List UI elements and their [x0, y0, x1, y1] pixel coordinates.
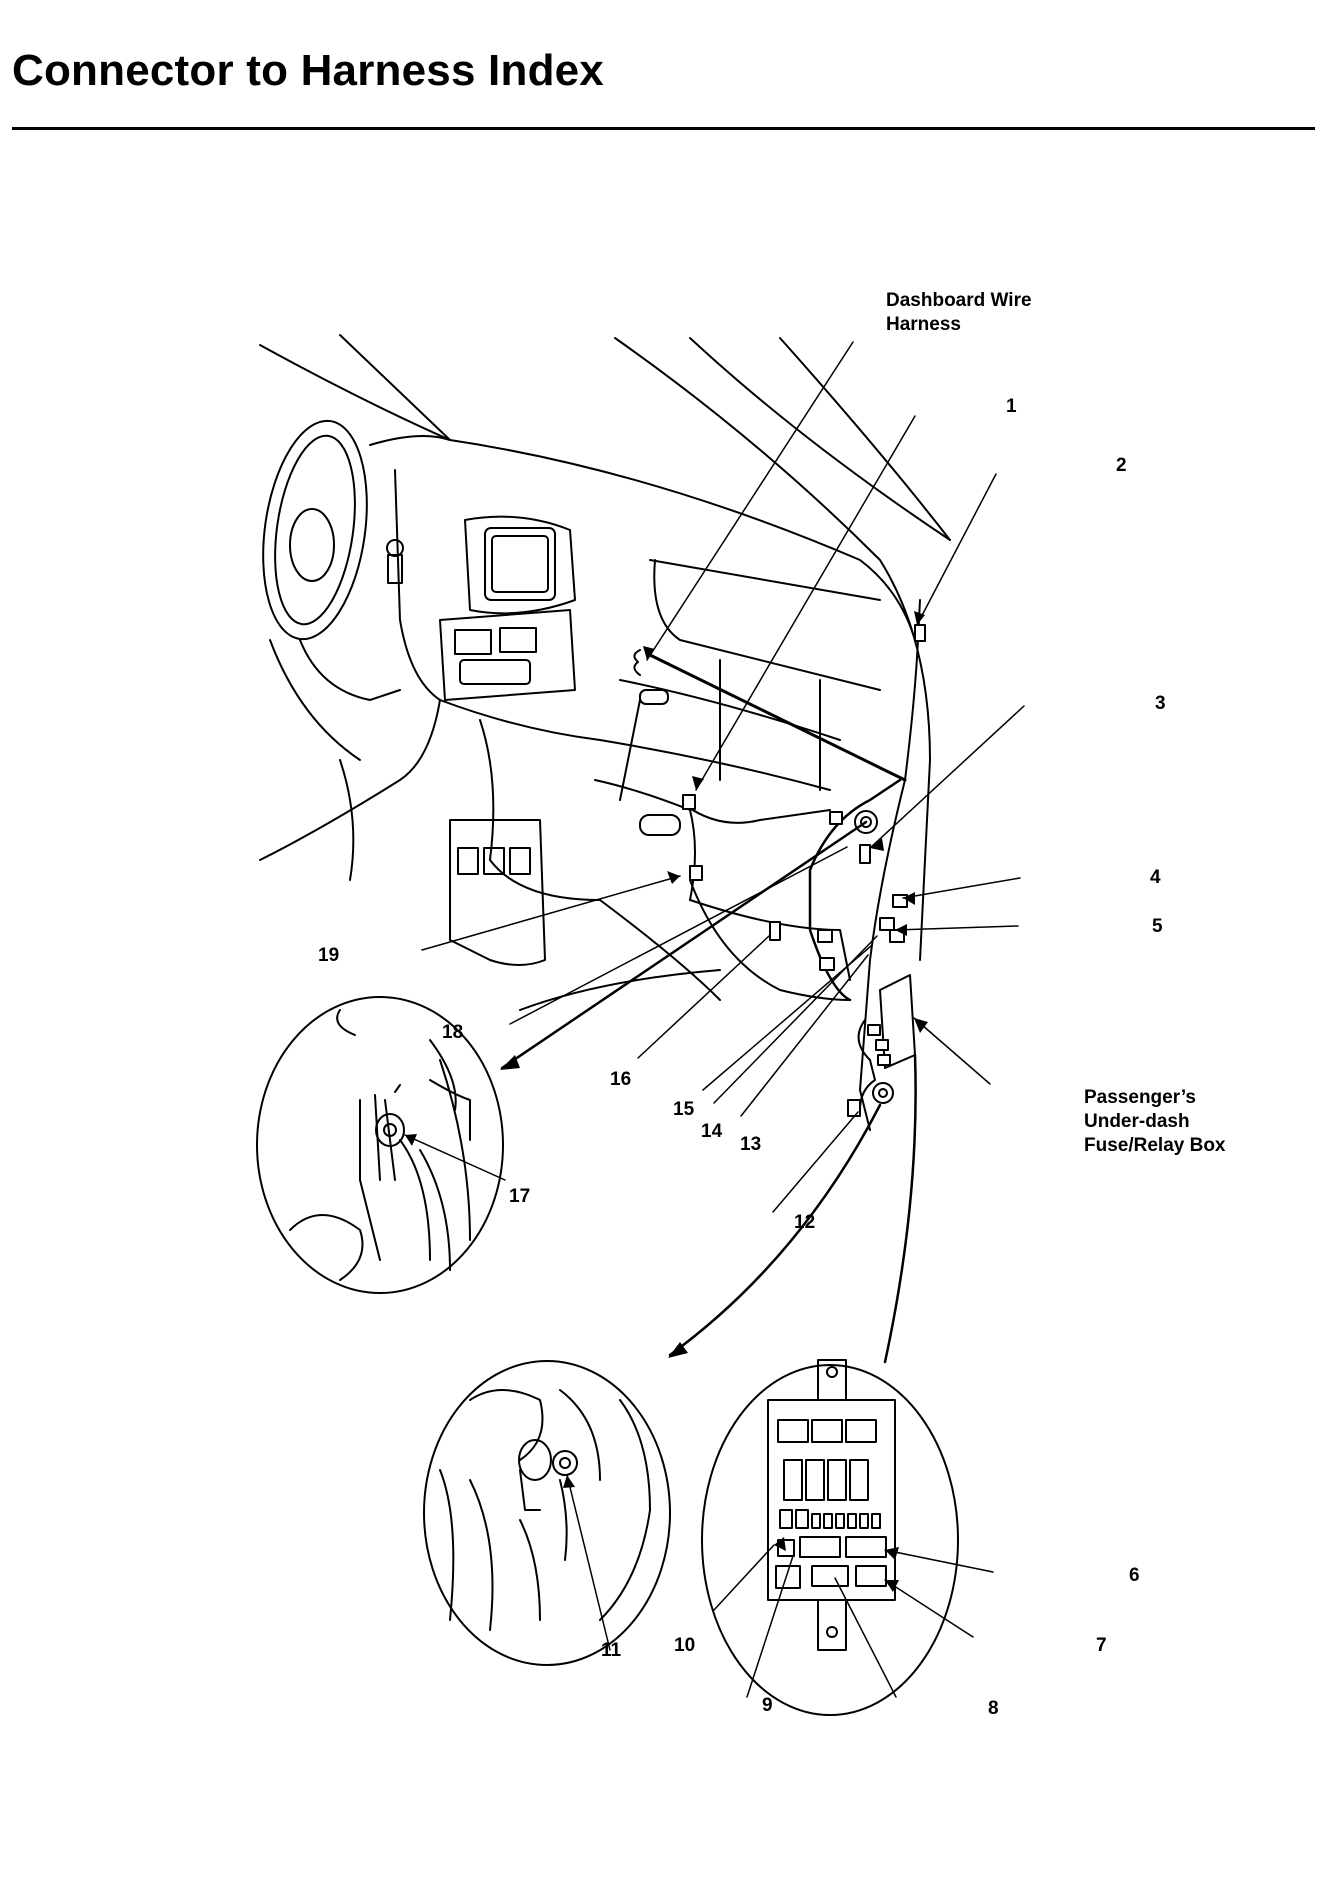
arrowheads: [405, 611, 928, 1592]
harness-bracket: [633, 649, 641, 676]
callout-18: 18: [442, 1022, 464, 1043]
label-dashboard-wire-harness: Dashboard Wire Harness: [886, 289, 1032, 337]
callout-2: 2: [1116, 455, 1127, 476]
connector-block: [892, 894, 908, 908]
callout-4: 4: [1150, 867, 1161, 888]
inset-ground-upper: [256, 996, 504, 1294]
label-line: Fuse/Relay Box: [1084, 1135, 1226, 1156]
inset-fuse-box: [701, 1359, 959, 1716]
callout-7: 7: [1096, 1635, 1107, 1656]
callout-10: 10: [674, 1635, 696, 1656]
callout-16: 16: [610, 1069, 632, 1090]
callout-12: 12: [794, 1212, 816, 1233]
connector-block: [859, 844, 871, 864]
under-dash-fuse-box: [857, 974, 916, 1111]
ground-bolt: [878, 1088, 888, 1098]
dashboard-wire-harness: [648, 599, 921, 1131]
callout-13: 13: [740, 1134, 762, 1155]
callout-3: 3: [1155, 693, 1166, 714]
ground-bolt: [854, 810, 878, 834]
callout-11: 11: [601, 1640, 622, 1661]
label-line: Passenger’s: [1084, 1087, 1196, 1108]
steering-wheel: [262, 419, 404, 761]
connector-block: [682, 794, 696, 810]
callout-14: 14: [701, 1121, 723, 1142]
connector-block: [914, 624, 926, 642]
title-divider: [12, 127, 1315, 130]
leader-lines: [404, 341, 1025, 1698]
callout-8: 8: [988, 1698, 999, 1719]
connector-block: [819, 957, 835, 971]
callout-19: 19: [318, 945, 340, 966]
connector-block: [847, 1099, 861, 1117]
link-arrows: [500, 820, 917, 1364]
label-passengers-fuse-relay-box: Passenger’s Under-dash Fuse/Relay Box: [1084, 1086, 1226, 1158]
label-line: Harness: [886, 314, 961, 335]
dashboard-panel: [259, 435, 916, 1011]
callout-5: 5: [1152, 916, 1163, 937]
connector-block: [769, 921, 781, 941]
callout-6: 6: [1129, 1565, 1140, 1586]
connector-block: [879, 917, 895, 931]
inset-ground-lower: [423, 1360, 671, 1666]
label-line: Under-dash: [1084, 1111, 1190, 1132]
connector-block: [817, 929, 833, 943]
callout-15: 15: [673, 1099, 695, 1120]
callout-17: 17: [509, 1186, 531, 1207]
label-line: Dashboard Wire: [886, 290, 1032, 311]
windshield-pillar-lines: [259, 334, 951, 961]
ground-bolt: [872, 1082, 894, 1104]
ground-bolt: [860, 816, 872, 828]
callout-1: 1: [1006, 396, 1017, 417]
ground-bolts: [854, 810, 894, 1104]
callout-9: 9: [762, 1695, 773, 1716]
page-title: Connector to Harness Index: [12, 46, 604, 95]
connector-block: [689, 865, 703, 881]
connector-block: [829, 811, 843, 825]
